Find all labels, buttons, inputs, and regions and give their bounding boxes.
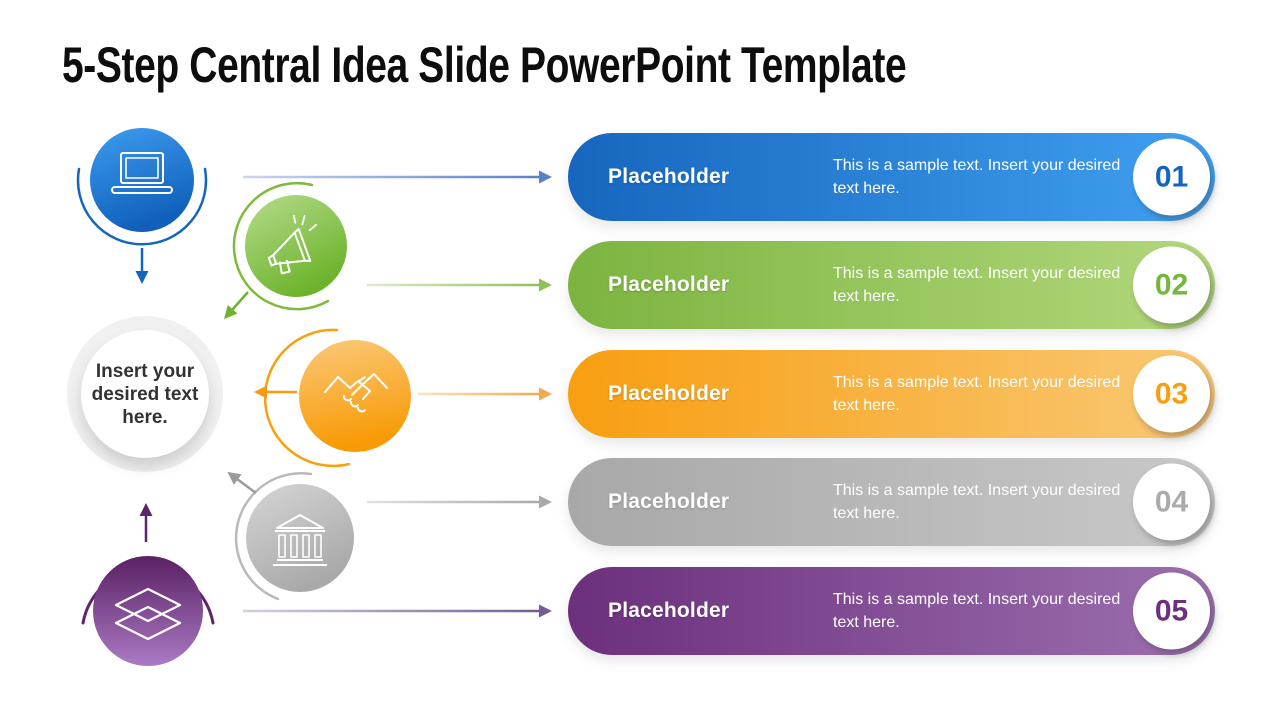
slide-title: 5-Step Central Idea Slide PowerPoint Tem… (62, 37, 907, 93)
step-1-description: This is a sample text. Insert your desir… (833, 157, 1121, 197)
step-1-number-badge: 01 (1133, 138, 1210, 216)
step-bar-2: Placeholder This is a sample text. Inser… (568, 241, 1215, 329)
step-5-number-badge: 05 (1133, 572, 1210, 650)
step-4-number-badge: 04 (1133, 463, 1210, 541)
satellite-step-2 (224, 181, 347, 319)
step-1-label: Placeholder (608, 165, 730, 188)
step-3-label: Placeholder (608, 382, 730, 405)
step-5-label: Placeholder (608, 599, 730, 622)
step-bar-5: Placeholder This is a sample text. Inser… (568, 567, 1215, 655)
green-arc (232, 181, 330, 311)
handshake-icon (324, 373, 388, 413)
step-3-number-badge: 03 (1133, 355, 1210, 433)
layers-icon (114, 587, 182, 641)
step-4-number: 04 (1154, 485, 1189, 518)
orange-circle (299, 340, 411, 452)
step-bar-1: Placeholder This is a sample text. Inser… (568, 133, 1215, 221)
central-hub-ring: Insert your desired text here. (67, 316, 223, 472)
step-bar-3: Placeholder This is a sample text. Inser… (568, 350, 1215, 438)
bank-icon (273, 514, 327, 566)
satellite-step-1 (76, 128, 208, 284)
step-5-description: This is a sample text. Insert your desir… (833, 591, 1121, 631)
gray-circle (246, 484, 354, 592)
satellite-step-5 (81, 503, 215, 666)
central-hub-text: Insert your desired text here. (81, 330, 209, 458)
blue-arc (76, 167, 208, 246)
step-4-description: This is a sample text. Insert your desir… (833, 482, 1121, 522)
step-bar-4: Placeholder This is a sample text. Inser… (568, 458, 1215, 546)
step-5-number: 05 (1154, 594, 1189, 627)
purple-circle (93, 556, 203, 666)
arrow-gray-to-hub (227, 471, 257, 495)
gray-arc (234, 472, 313, 601)
orange-arc (263, 328, 351, 468)
green-circle (245, 195, 347, 297)
step-1-number: 01 (1154, 160, 1189, 193)
satellite-step-3 (254, 328, 411, 468)
step-3-description: This is a sample text. Insert your desir… (833, 374, 1121, 414)
satellite-step-4 (227, 471, 354, 601)
step-3-number: 03 (1154, 377, 1189, 410)
step-2-number: 02 (1154, 268, 1189, 301)
laptop-icon (111, 152, 173, 194)
step-4-label: Placeholder (608, 490, 730, 513)
arrow-green-to-hub (224, 291, 249, 319)
step-2-label: Placeholder (608, 273, 730, 296)
blue-circle (90, 128, 194, 232)
megaphone-icon (267, 214, 318, 275)
step-2-description: This is a sample text. Insert your desir… (833, 265, 1121, 305)
step-2-number-badge: 02 (1133, 246, 1210, 324)
connector-arrows (243, 170, 552, 618)
